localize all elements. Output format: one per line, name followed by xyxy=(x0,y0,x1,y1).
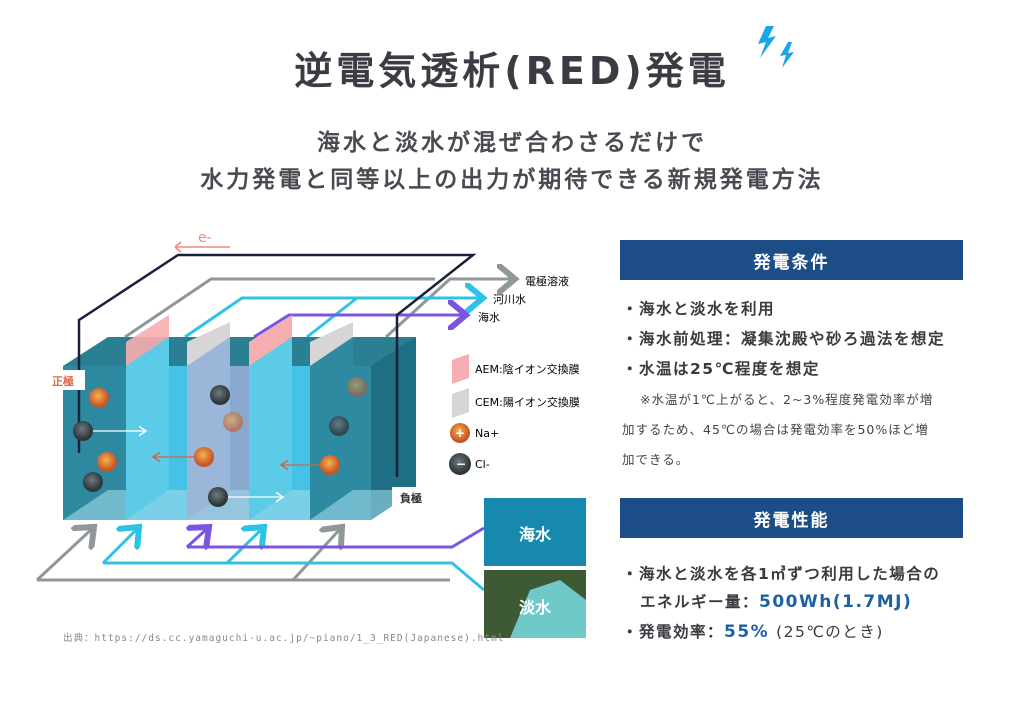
diagram-shape xyxy=(384,279,515,339)
river-water-inflow xyxy=(101,527,139,565)
river-water-outflow xyxy=(184,298,483,339)
diagram-shape xyxy=(187,337,230,520)
efficiency-label: ・発電効率： xyxy=(622,623,725,641)
diagram-shape xyxy=(126,337,169,520)
diagram-shape xyxy=(510,580,586,638)
diagram-shape xyxy=(306,296,358,339)
diagram-shape xyxy=(174,241,182,253)
lightning-icon xyxy=(758,26,794,68)
energy-value: 500Wh(1.7MJ) xyxy=(759,592,913,612)
diagram-shape xyxy=(371,337,416,520)
legend-aem-label: AEM:陰イオン交換膜 xyxy=(475,362,580,376)
subtitle-line-2: 水力発電と同等以上の出力が期待できる新規発電方法 xyxy=(200,167,824,193)
legend-cl-label: Cl- xyxy=(475,458,490,471)
cl-ion xyxy=(83,472,103,492)
condition-item: ・海水と淡水を利用 xyxy=(622,300,776,318)
diagram-shape xyxy=(780,42,794,68)
page-title: 逆電気透析(RED)発電 xyxy=(294,49,730,93)
diagram-text: − xyxy=(456,457,466,471)
condition-item: ・水温は25℃程度を想定 xyxy=(622,360,820,378)
source-citation: 出典：https://ds.cc.yamaguchi-u.ac.jp/~pian… xyxy=(63,633,505,644)
legend-cem-swatch xyxy=(452,388,469,418)
performance-energy: エネルギー量：500Wh(1.7MJ) xyxy=(640,590,912,612)
cl-ion xyxy=(73,421,93,441)
anode-label: 正極 xyxy=(52,374,74,388)
diagram-shape xyxy=(484,498,586,566)
diagram-text: 海水 xyxy=(519,525,552,544)
red-diagram: e- 電極溶液 河川水 海水 正極 負極 xyxy=(35,230,586,638)
diagram-text: + xyxy=(455,426,465,440)
cl-ion xyxy=(208,487,228,507)
condition-note: 加できる。 xyxy=(622,452,690,467)
seawater-outflow xyxy=(253,315,466,339)
diagram-shape xyxy=(758,26,776,58)
cl-ion xyxy=(210,385,230,405)
electron-label: e- xyxy=(198,230,212,246)
efficiency-value: 55% xyxy=(724,622,770,642)
seawater-photo: 海水 xyxy=(484,498,586,566)
legend-cl-icon xyxy=(449,453,471,475)
performance-item: ・海水と淡水を各1㎥ずつ利用した場合の xyxy=(622,565,941,583)
condition-item: ・海水前処理：凝集沈殿や砂ろ過法を想定 xyxy=(622,330,946,348)
na-ion xyxy=(89,388,109,408)
na-ion xyxy=(97,452,117,472)
legend-aem-swatch xyxy=(452,354,469,384)
cathode-label: 負極 xyxy=(400,491,422,505)
performance-efficiency: ・発電効率：55% (25℃のとき) xyxy=(622,620,884,642)
conditions-header: 発電条件 xyxy=(620,240,963,280)
diagram-shape xyxy=(225,527,264,565)
na-ion xyxy=(223,412,243,432)
na-ion xyxy=(194,447,214,467)
electrode-solution-label: 電極溶液 xyxy=(525,274,569,288)
diagram-shape xyxy=(45,370,85,390)
energy-label: エネルギー量： xyxy=(640,593,760,611)
ions xyxy=(73,377,367,507)
seawater-label: 海水 xyxy=(478,310,500,324)
diagram-shape xyxy=(249,337,292,520)
legend-cem-label: CEM:陽イオン交換膜 xyxy=(475,395,580,409)
na-ion xyxy=(320,455,340,475)
diagram-shape xyxy=(484,498,586,566)
diagram-shape xyxy=(63,490,416,520)
freshwater-photo: 淡水 xyxy=(484,570,586,638)
legend-na-icon xyxy=(450,423,470,443)
efficiency-note: (25℃のとき) xyxy=(776,623,884,641)
electrode-solution-inflow xyxy=(35,527,94,582)
diagram-shape xyxy=(103,561,485,592)
legend-na-label: Na+ xyxy=(475,427,499,440)
condition-note: 加するため、45℃の場合は発電効率を50%ほど増 xyxy=(622,422,929,437)
external-circuit-wire xyxy=(77,253,477,477)
subtitle-line-1: 海水と淡水が混ぜ合わさるだけで xyxy=(317,130,707,156)
cl-ion xyxy=(329,416,349,436)
diagram-text: 淡水 xyxy=(519,598,552,617)
diagram-shape xyxy=(291,527,342,582)
river-water-label: 河川水 xyxy=(493,293,526,306)
diagram-shape xyxy=(392,487,432,507)
diagram-shape xyxy=(187,526,485,549)
condition-note: ※水温が1℃上がると、2~3%程度発電効率が増 xyxy=(640,392,934,407)
electrode-solution-outflow xyxy=(124,277,435,339)
na-ion xyxy=(347,377,367,397)
performance-header: 発電性能 xyxy=(620,498,963,538)
seawater-inflow xyxy=(187,527,209,547)
